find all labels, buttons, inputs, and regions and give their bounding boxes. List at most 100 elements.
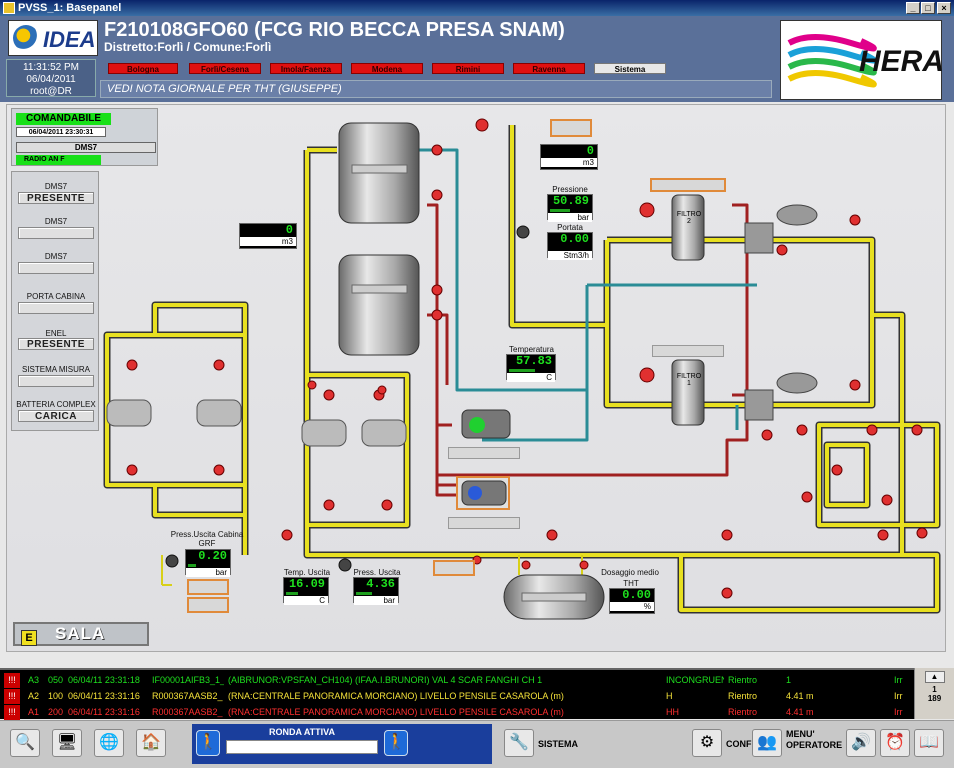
tank-upper — [338, 122, 420, 224]
center-input-slot[interactable] — [433, 560, 475, 576]
status-label-porta: PORTA CABINA — [26, 292, 86, 301]
filtro-2-slot[interactable] — [650, 178, 726, 192]
alarm-state: H — [666, 691, 673, 701]
press-cabina-sub: GRF — [198, 539, 216, 548]
filtro-1-text: FILTRO — [676, 373, 702, 380]
walker-left-icon[interactable]: 🚶 — [196, 730, 220, 756]
status-label-enel: ENEL — [45, 329, 67, 338]
speaker-icon[interactable]: 🔊 — [846, 729, 876, 757]
temperatura-unit: C — [507, 373, 555, 382]
alarm-list: !!! A3 050 06/04/11 23:31:18 IF00001AIFB… — [0, 668, 914, 720]
maximize-button[interactable]: □ — [921, 2, 935, 14]
ronda-panel: 🚶 RONDA ATTIVA 🚶 — [192, 724, 492, 764]
sala-button[interactable]: E SALA — [13, 622, 149, 646]
logo-text: IDEA — [43, 27, 96, 52]
pump-1-slot[interactable] — [448, 447, 520, 459]
alarm-clock-icon[interactable]: ⏰ — [880, 729, 910, 757]
pump-2-slot[interactable] — [448, 517, 520, 529]
portata-label: Portata — [557, 223, 583, 232]
home-icon[interactable]: 🏠 — [136, 729, 166, 757]
pressione-bar — [550, 209, 571, 212]
press-uscita-label: Press. Uscita — [353, 568, 401, 577]
volume-top-meter: 0 m3 — [540, 144, 598, 170]
status-value-batteria: CARICA — [18, 410, 94, 422]
sala-label: SALA — [55, 624, 106, 643]
clock-panel: 11:31:52 PM 06/04/2011 root@DR — [6, 59, 96, 97]
menu-label: MENU' — [786, 729, 815, 739]
filtro-2-label: FILTRO 2 — [675, 211, 703, 225]
status-label-dms7-2: DMS7 — [44, 217, 68, 226]
monitor-icon[interactable]: 🖥 — [52, 729, 82, 757]
alarm-flag: Irr — [894, 707, 903, 717]
alarm-priority: 200 — [48, 707, 64, 717]
globe-icon[interactable]: 🌐 — [94, 729, 124, 757]
status-value-porta — [18, 302, 94, 314]
area-forli-button[interactable]: Forlì/Cesena — [189, 63, 261, 74]
portata-value: 0.00 — [560, 232, 589, 246]
ronda-label: RONDA ATTIVA — [269, 727, 335, 737]
mode-indicator: COMANDABILE — [16, 113, 111, 125]
pressione-value: 50.89 — [552, 194, 589, 208]
alarm-row[interactable]: !!! A3 050 06/04/11 23:31:18 IF00001AIFB… — [0, 673, 914, 688]
rtu-status-panel: COMANDABILE 06/04/2011 23:30:31 DMS7 RAD… — [11, 108, 158, 166]
area-rimini-button[interactable]: Rimini — [432, 63, 504, 74]
alarm-mark: !!! — [4, 705, 20, 720]
status-label-dms7-3: DMS7 — [44, 252, 68, 261]
hera-text: HERA — [859, 45, 945, 78]
window-titlebar: PVSS_1: Basepanel _ □ × — [0, 0, 954, 16]
alarm-text: (RNA:CENTRALE PANORAMICA MORCIANO) LIVEL… — [228, 707, 564, 717]
area-imola-button[interactable]: Imola/Faenza — [270, 63, 342, 74]
sistema-icon[interactable]: 🔧 — [504, 729, 534, 757]
operatore-label: OPERATORE — [786, 740, 843, 750]
press-cabina-unit: bar — [186, 568, 230, 577]
dosaggio-sub: THT — [623, 579, 639, 588]
alarm-nav: ▲ 1 189 — [914, 668, 954, 719]
alarm-level: A2 — [28, 691, 40, 701]
dosaggio-label: Dosaggio medio — [601, 568, 659, 577]
operators-icon[interactable]: 👥 — [752, 729, 782, 757]
radio-indicator: RADIO AN F — [16, 155, 101, 165]
filtro-1-label: FILTRO 1 — [675, 373, 703, 387]
temp-uscita-unit: C — [284, 596, 328, 605]
tank-lower — [338, 254, 420, 356]
minimize-button[interactable]: _ — [906, 2, 920, 14]
alarm-row[interactable]: !!! A2 100 06/04/11 23:31:16 R000367AASB… — [0, 689, 914, 704]
press-uscita-bar — [356, 592, 373, 595]
conf-icon[interactable]: ⚙ — [692, 729, 722, 757]
ronda-field[interactable] — [226, 740, 378, 754]
station-title: F210108GFO60 (FCG RIO BECCA PRESA SNAM) — [104, 19, 565, 41]
alarm-text: (RNA:CENTRALE PANORAMICA MORCIANO) LIVEL… — [228, 691, 564, 701]
alarm-state: HH — [666, 707, 679, 717]
temperatura-label: Temperatura — [509, 345, 554, 354]
idea-logo: IDEA — [8, 20, 98, 56]
dosaggio-unit: % — [610, 602, 654, 611]
alarm-flag: Irr — [894, 691, 903, 701]
volume-top-unit: m3 — [541, 158, 597, 167]
top-input-slot[interactable] — [550, 119, 592, 137]
alarm-code: R000367AASB2_ — [152, 691, 223, 701]
area-sistema-button[interactable]: Sistema — [594, 63, 666, 74]
temp-uscita-label: Temp. Uscita — [283, 568, 331, 577]
area-ravenna-button[interactable]: Ravenna — [513, 63, 585, 74]
temperatura-value: 57.83 — [515, 354, 552, 368]
alarm-flag: Irr — [894, 675, 903, 685]
alarm-action: Rientro — [728, 675, 758, 685]
alarm-row[interactable]: !!! A1 200 06/04/11 23:31:16 R000367AASB… — [0, 705, 914, 720]
volume-left-unit: m3 — [240, 237, 296, 246]
press-cabina-bar — [188, 564, 197, 567]
book-icon[interactable]: 📖 — [914, 729, 944, 757]
area-bologna-button[interactable]: Bologna — [108, 63, 178, 74]
press-cabina-meter: 0.20 bar — [185, 549, 231, 577]
pressione-unit: bar — [548, 213, 592, 222]
temperatura-meter: 57.83 C — [506, 354, 556, 382]
volume-left-meter: 0 m3 — [239, 223, 297, 249]
cabina-slot-1[interactable] — [187, 579, 229, 595]
close-button[interactable]: × — [937, 2, 951, 14]
cabina-slot-2[interactable] — [187, 597, 229, 613]
area-modena-button[interactable]: Modena — [351, 63, 423, 74]
search-icon[interactable]: 🔍 — [10, 729, 40, 757]
alarm-scroll-up-icon[interactable]: ▲ — [924, 671, 945, 683]
filtro-1-slot[interactable] — [652, 345, 724, 357]
walker-right-icon[interactable]: 🚶 — [384, 730, 408, 756]
alarm-mark: !!! — [4, 673, 20, 688]
